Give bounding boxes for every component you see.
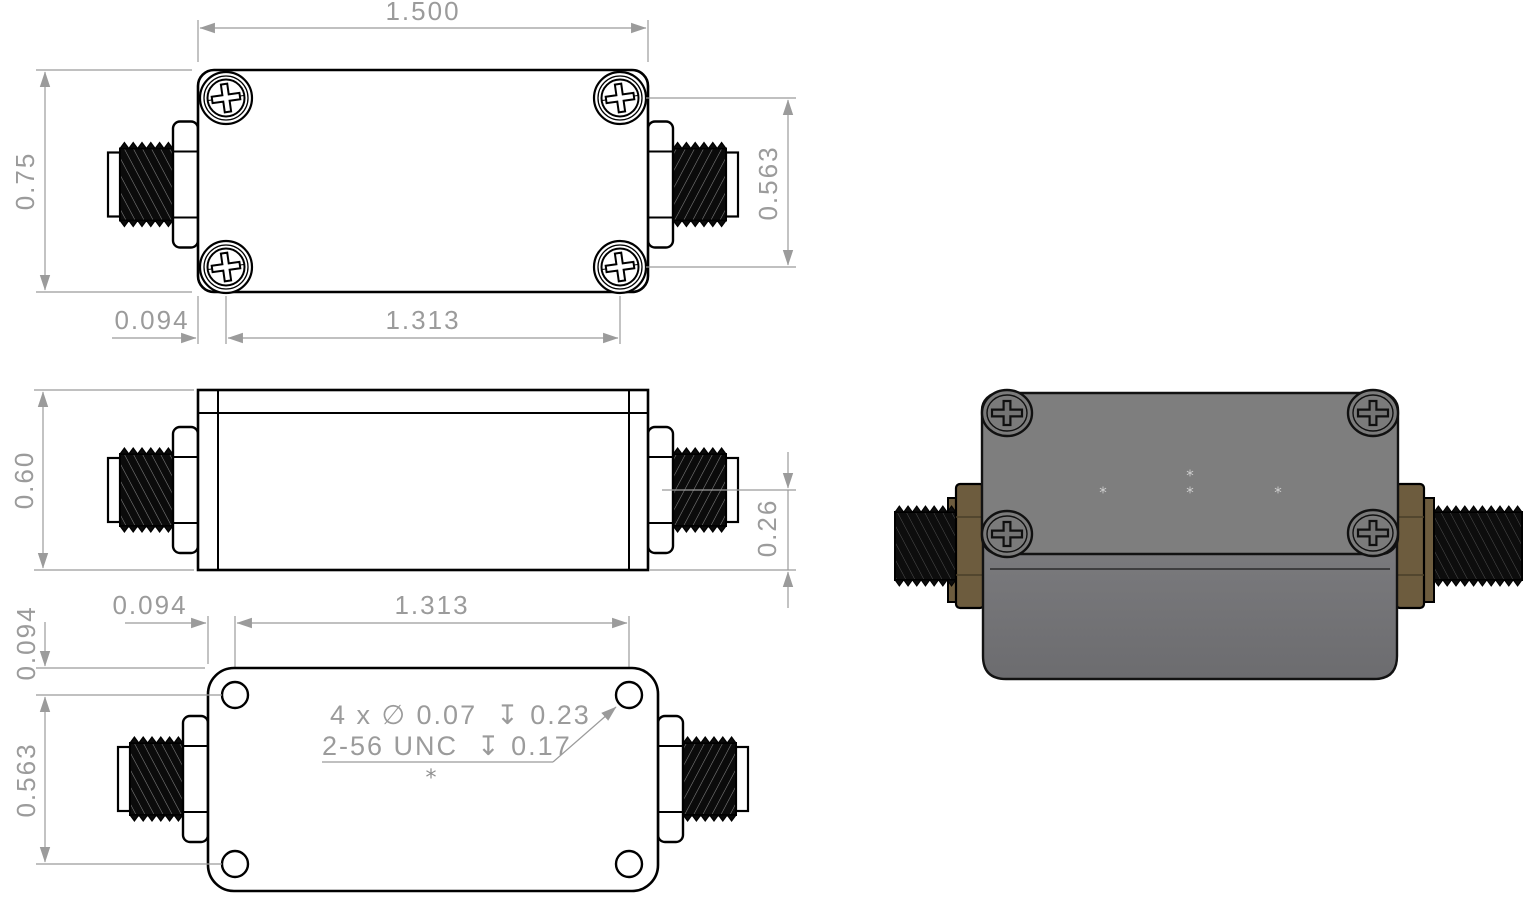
sma-connector-right <box>646 120 740 249</box>
dim-label-hole-spacing-h: 1.313 <box>394 590 470 620</box>
dim-hole-inset-and-spacing-left <box>36 622 222 865</box>
dim-label-screw-vertical-spacing: 0.563 <box>753 145 783 221</box>
enclosure-body-side <box>196 388 650 572</box>
dim-side-height <box>34 389 194 571</box>
screw-top-right <box>592 70 648 126</box>
screw-3d-top-left <box>980 388 1034 438</box>
dim-label-body-width: 1.500 <box>385 0 461 26</box>
mounting-hole <box>220 849 250 879</box>
side-view <box>34 388 796 608</box>
enclosure-body-top <box>196 68 650 294</box>
hole-callout-line1: 4 x ∅ 0.07 ↧ 0.23 <box>330 700 591 730</box>
hole-callout-leader <box>322 706 617 763</box>
sma-connector-right-3d <box>1394 482 1523 610</box>
dim-body-width <box>197 20 649 62</box>
screw-3d-top-right <box>1346 388 1400 438</box>
screw-top-left <box>198 70 254 126</box>
iso-view <box>894 388 1523 681</box>
render-sparkle: * <box>1186 483 1194 502</box>
dim-label-side-height: 0.60 <box>9 450 39 510</box>
sma-connector-right <box>656 714 750 844</box>
watermark-asterisk: * <box>425 766 437 791</box>
screw-3d-bottom-right <box>1346 508 1400 558</box>
screw-bottom-left <box>198 239 254 295</box>
mounting-hole <box>614 849 644 879</box>
dim-label-screw-edge-inset: 0.094 <box>114 305 190 335</box>
hole-callout-line2: 2-56 UNC ↧ 0.17 <box>322 731 572 761</box>
dim-label-hole-inset-h: 0.094 <box>112 590 188 620</box>
enclosure-body-bottom <box>206 666 660 893</box>
mounting-hole <box>614 680 644 710</box>
render-sparkle: * <box>1099 483 1107 502</box>
dim-label-hole-inset-v: 0.094 <box>11 605 41 681</box>
screw-bottom-right <box>592 239 648 295</box>
render-sparkle: * <box>1186 466 1194 485</box>
dim-label-hole-spacing-v: 0.563 <box>11 742 41 818</box>
sma-connector-left <box>106 120 200 249</box>
sma-connector-left-3d <box>894 482 986 610</box>
top-view <box>36 20 796 344</box>
mounting-hole <box>220 680 250 710</box>
sma-connector-left <box>106 425 200 555</box>
dim-label-connector-offset: 0.26 <box>752 498 782 558</box>
enclosure-lid-face <box>980 391 1400 556</box>
sma-connector-left <box>116 714 210 844</box>
dim-label-screw-horizontal-spacing: 1.313 <box>385 305 461 335</box>
dim-screw-vertical-spacing <box>646 97 796 268</box>
dim-label-body-height: 0.75 <box>10 151 40 211</box>
dim-connector-offset <box>650 452 796 608</box>
screw-3d-bottom-left <box>980 509 1034 559</box>
render-sparkle: * <box>1274 483 1282 502</box>
bottom-view <box>36 616 750 893</box>
enclosure-front-face <box>981 539 1399 681</box>
dim-body-height <box>36 69 192 293</box>
dim-screw-inset-and-spacing <box>112 296 621 344</box>
